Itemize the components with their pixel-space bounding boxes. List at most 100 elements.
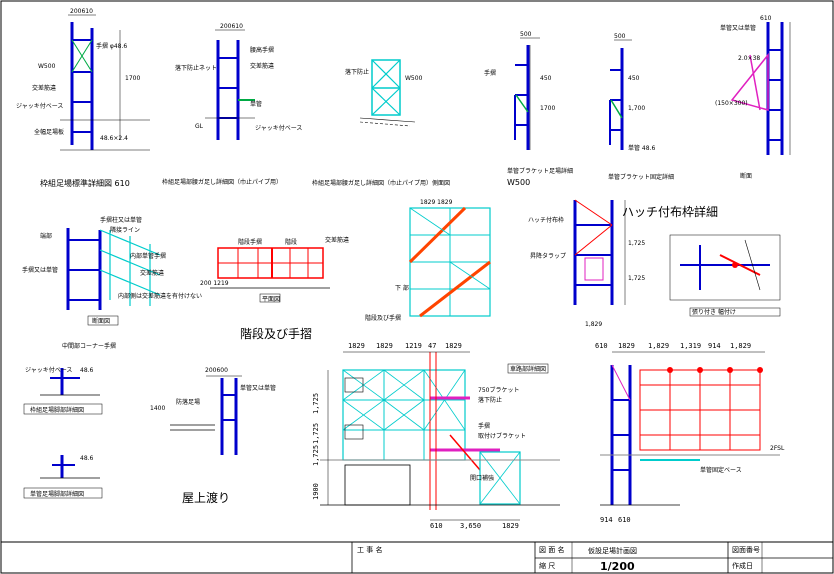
svg-text:610: 610 <box>430 522 443 530</box>
svg-text:開口補強: 開口補強 <box>470 474 494 482</box>
svg-text:1829: 1829 <box>502 522 519 530</box>
caption-elevation: 断面 <box>740 172 752 180</box>
right-elevation-drawing: 610 1829 1,829 1,319 914 1,829 2FSL 単管固定… <box>595 342 785 524</box>
svg-text:1,829: 1,829 <box>648 342 669 350</box>
caption-beam-detail: 車路部詳細図 <box>510 365 546 373</box>
svg-text:1700: 1700 <box>125 75 140 82</box>
svg-text:階段手摺: 階段手摺 <box>238 238 262 246</box>
svg-text:交差筋違: 交差筋違 <box>250 62 274 70</box>
svg-text:単管 48.6: 単管 48.6 <box>628 144 655 152</box>
frame-hip-drawing: 200610 腰高手摺 落下防止ネット 交差筋違 単管 ジャッキ付ベース GL <box>175 23 302 140</box>
svg-text:手摺又は単管: 手摺又は単管 <box>22 266 58 274</box>
svg-text:下 部: 下 部 <box>395 284 409 292</box>
svg-text:3,650: 3,650 <box>460 522 481 530</box>
svg-text:単管又は単管: 単管又は単管 <box>720 24 756 32</box>
svg-text:手摺 φ48.6: 手摺 φ48.6 <box>96 42 127 50</box>
svg-text:2FSL: 2FSL <box>770 445 785 452</box>
svg-text:200610: 200610 <box>220 23 243 30</box>
svg-text:単管: 単管 <box>250 100 262 108</box>
svg-text:2.0×38: 2.0×38 <box>738 55 760 62</box>
svg-text:ハッチ付布枠: ハッチ付布枠 <box>528 216 564 224</box>
caption-stairs-plan: 平面図 <box>262 296 280 303</box>
svg-text:450: 450 <box>540 75 552 82</box>
svg-text:500: 500 <box>614 33 626 40</box>
corner-rail-drawing: 端部 手摺柱又は単管 隣接ライン 手摺又は単管 内部単管手摺 交差筋違 内部側は… <box>22 216 202 326</box>
frame-hip-side-drawing: 落下防止 W500 <box>345 59 423 127</box>
svg-text:交差筋違: 交差筋違 <box>325 236 349 244</box>
svg-text:1,725: 1,725 <box>312 445 320 466</box>
title-block-col2-label: 図 面 名 <box>539 545 564 554</box>
dim-label: 200610 <box>70 8 93 15</box>
caption-frame-detail: 枠組足場標準詳細図 610 <box>40 178 130 188</box>
stairs-plan-drawing: 階段手摺 階段 交差筋違 200 1219 平面図 <box>200 236 349 303</box>
svg-text:腰高手摺: 腰高手摺 <box>250 46 274 54</box>
elevation-drawing: 単管又は単管 2.0×38 (150×300) 610 <box>715 15 791 155</box>
svg-text:1,829: 1,829 <box>585 321 602 328</box>
svg-text:1829: 1829 <box>445 342 462 350</box>
hatch-tower-drawing: ハッチ付布枠 昇降タラップ 1,725 1,725 1,829 <box>528 199 645 328</box>
svg-text:48.6: 48.6 <box>80 455 94 462</box>
svg-text:W500: W500 <box>38 63 56 70</box>
svg-text:1,700: 1,700 <box>628 105 645 112</box>
svg-text:1,829: 1,829 <box>730 342 751 350</box>
svg-text:1,725: 1,725 <box>312 393 320 414</box>
caption-frame-base: 枠組足場脚部詳細図 <box>30 406 84 414</box>
svg-text:48.6: 48.6 <box>80 367 94 374</box>
main-elevation-drawing: 1829 1829 1219 47 1829 1,725 1,725 1,725… <box>312 342 560 530</box>
caption-bracket-w500: 単管ブラケット足場詳細 <box>507 167 573 175</box>
svg-text:単管固定ベース: 単管固定ベース <box>700 466 742 474</box>
svg-text:W500: W500 <box>405 75 423 82</box>
caption-stairs-rail: 階段及び手摺 <box>240 326 312 341</box>
svg-text:断面図: 断面図 <box>92 317 110 325</box>
title-block-col2-value: 仮設足場計画図 <box>588 546 637 555</box>
svg-text:610: 610 <box>618 516 631 524</box>
svg-text:落下防止: 落下防止 <box>478 396 502 404</box>
svg-text:1900: 1900 <box>312 483 320 500</box>
svg-text:(150×300): (150×300) <box>715 100 748 107</box>
svg-text:隣接ライン: 隣接ライン <box>110 226 140 234</box>
bracket-w500-drawing: 500 450 1700 手摺 <box>484 31 555 150</box>
caption-pipe-base: 単管足場脚部詳細図 <box>30 490 84 498</box>
svg-text:交差筋違: 交差筋違 <box>32 84 56 92</box>
svg-text:1,725: 1,725 <box>312 423 320 444</box>
svg-text:610: 610 <box>760 15 772 22</box>
frame-detail-drawing: 200610 手摺 φ48.6 W500 交差筋違 ジャッキ付ベース 全幅足場板… <box>16 8 150 151</box>
hatch-detail-drawing: 張り付き 幅付け <box>669 234 781 317</box>
svg-text:200600: 200600 <box>205 367 228 374</box>
svg-text:落下防止: 落下防止 <box>345 68 369 76</box>
svg-text:1400: 1400 <box>150 405 165 412</box>
svg-text:手摺: 手摺 <box>478 422 490 430</box>
caption-stairs-lower: 階段及び手摺 <box>365 314 401 322</box>
svg-text:1,725: 1,725 <box>628 240 645 247</box>
svg-text:昇降タラップ: 昇降タラップ <box>530 252 566 260</box>
title-block-scale-label: 縮 尺 <box>539 561 555 570</box>
svg-text:交差筋違: 交差筋違 <box>140 269 164 277</box>
pipe-base-drawing: 48.6 単管足場脚部詳細図 <box>23 455 103 499</box>
svg-text:500: 500 <box>520 31 532 38</box>
svg-text:ジャッキ付ベース: ジャッキ付ベース <box>25 366 72 374</box>
svg-text:1,725: 1,725 <box>628 275 645 282</box>
svg-text:1,319: 1,319 <box>680 342 701 350</box>
svg-text:GL: GL <box>195 123 204 130</box>
svg-text:落下防止ネット: 落下防止ネット <box>175 64 217 72</box>
svg-text:914: 914 <box>600 516 613 524</box>
caption-roof: 屋上渡り <box>182 490 230 505</box>
caption-frame-hip-side: 枠組足場部腰ガ足し詳細図（巾止パイプ用）側面図 <box>312 179 450 187</box>
frame-base-drawing: 中間部コーナー手摺 ジャッキ付ベース 48.6 枠組足場脚部詳細図 <box>23 342 116 415</box>
svg-text:1829: 1829 <box>618 342 635 350</box>
bracket-fix-drawing: 500 450 1,700 単管 48.6 <box>609 33 655 152</box>
svg-text:1829 1829: 1829 1829 <box>420 199 453 206</box>
title-block: 工 事 名 図 面 名 仮設足場計画図 図面番号 縮 尺 1/200 作成日 <box>1 541 833 573</box>
svg-text:47: 47 <box>428 342 436 350</box>
title-block-date-label: 作成日 <box>732 561 753 570</box>
stairs-section-drawing: 1829 1829 下 部 階段及び手摺 <box>365 199 491 322</box>
title-block-col1-label: 工 事 名 <box>357 545 382 554</box>
caption-frame-hip: 枠組足場部腰ガ足し詳細図（巾止パイプ用） <box>162 178 282 186</box>
svg-text:手摺: 手摺 <box>484 69 496 77</box>
svg-text:全幅足場板: 全幅足場板 <box>34 128 64 136</box>
svg-text:200 1219: 200 1219 <box>200 280 229 287</box>
svg-text:610: 610 <box>595 342 608 350</box>
roof-crossing-drawing: 200600 単管又は単管 防落足場 1400 <box>150 367 276 455</box>
